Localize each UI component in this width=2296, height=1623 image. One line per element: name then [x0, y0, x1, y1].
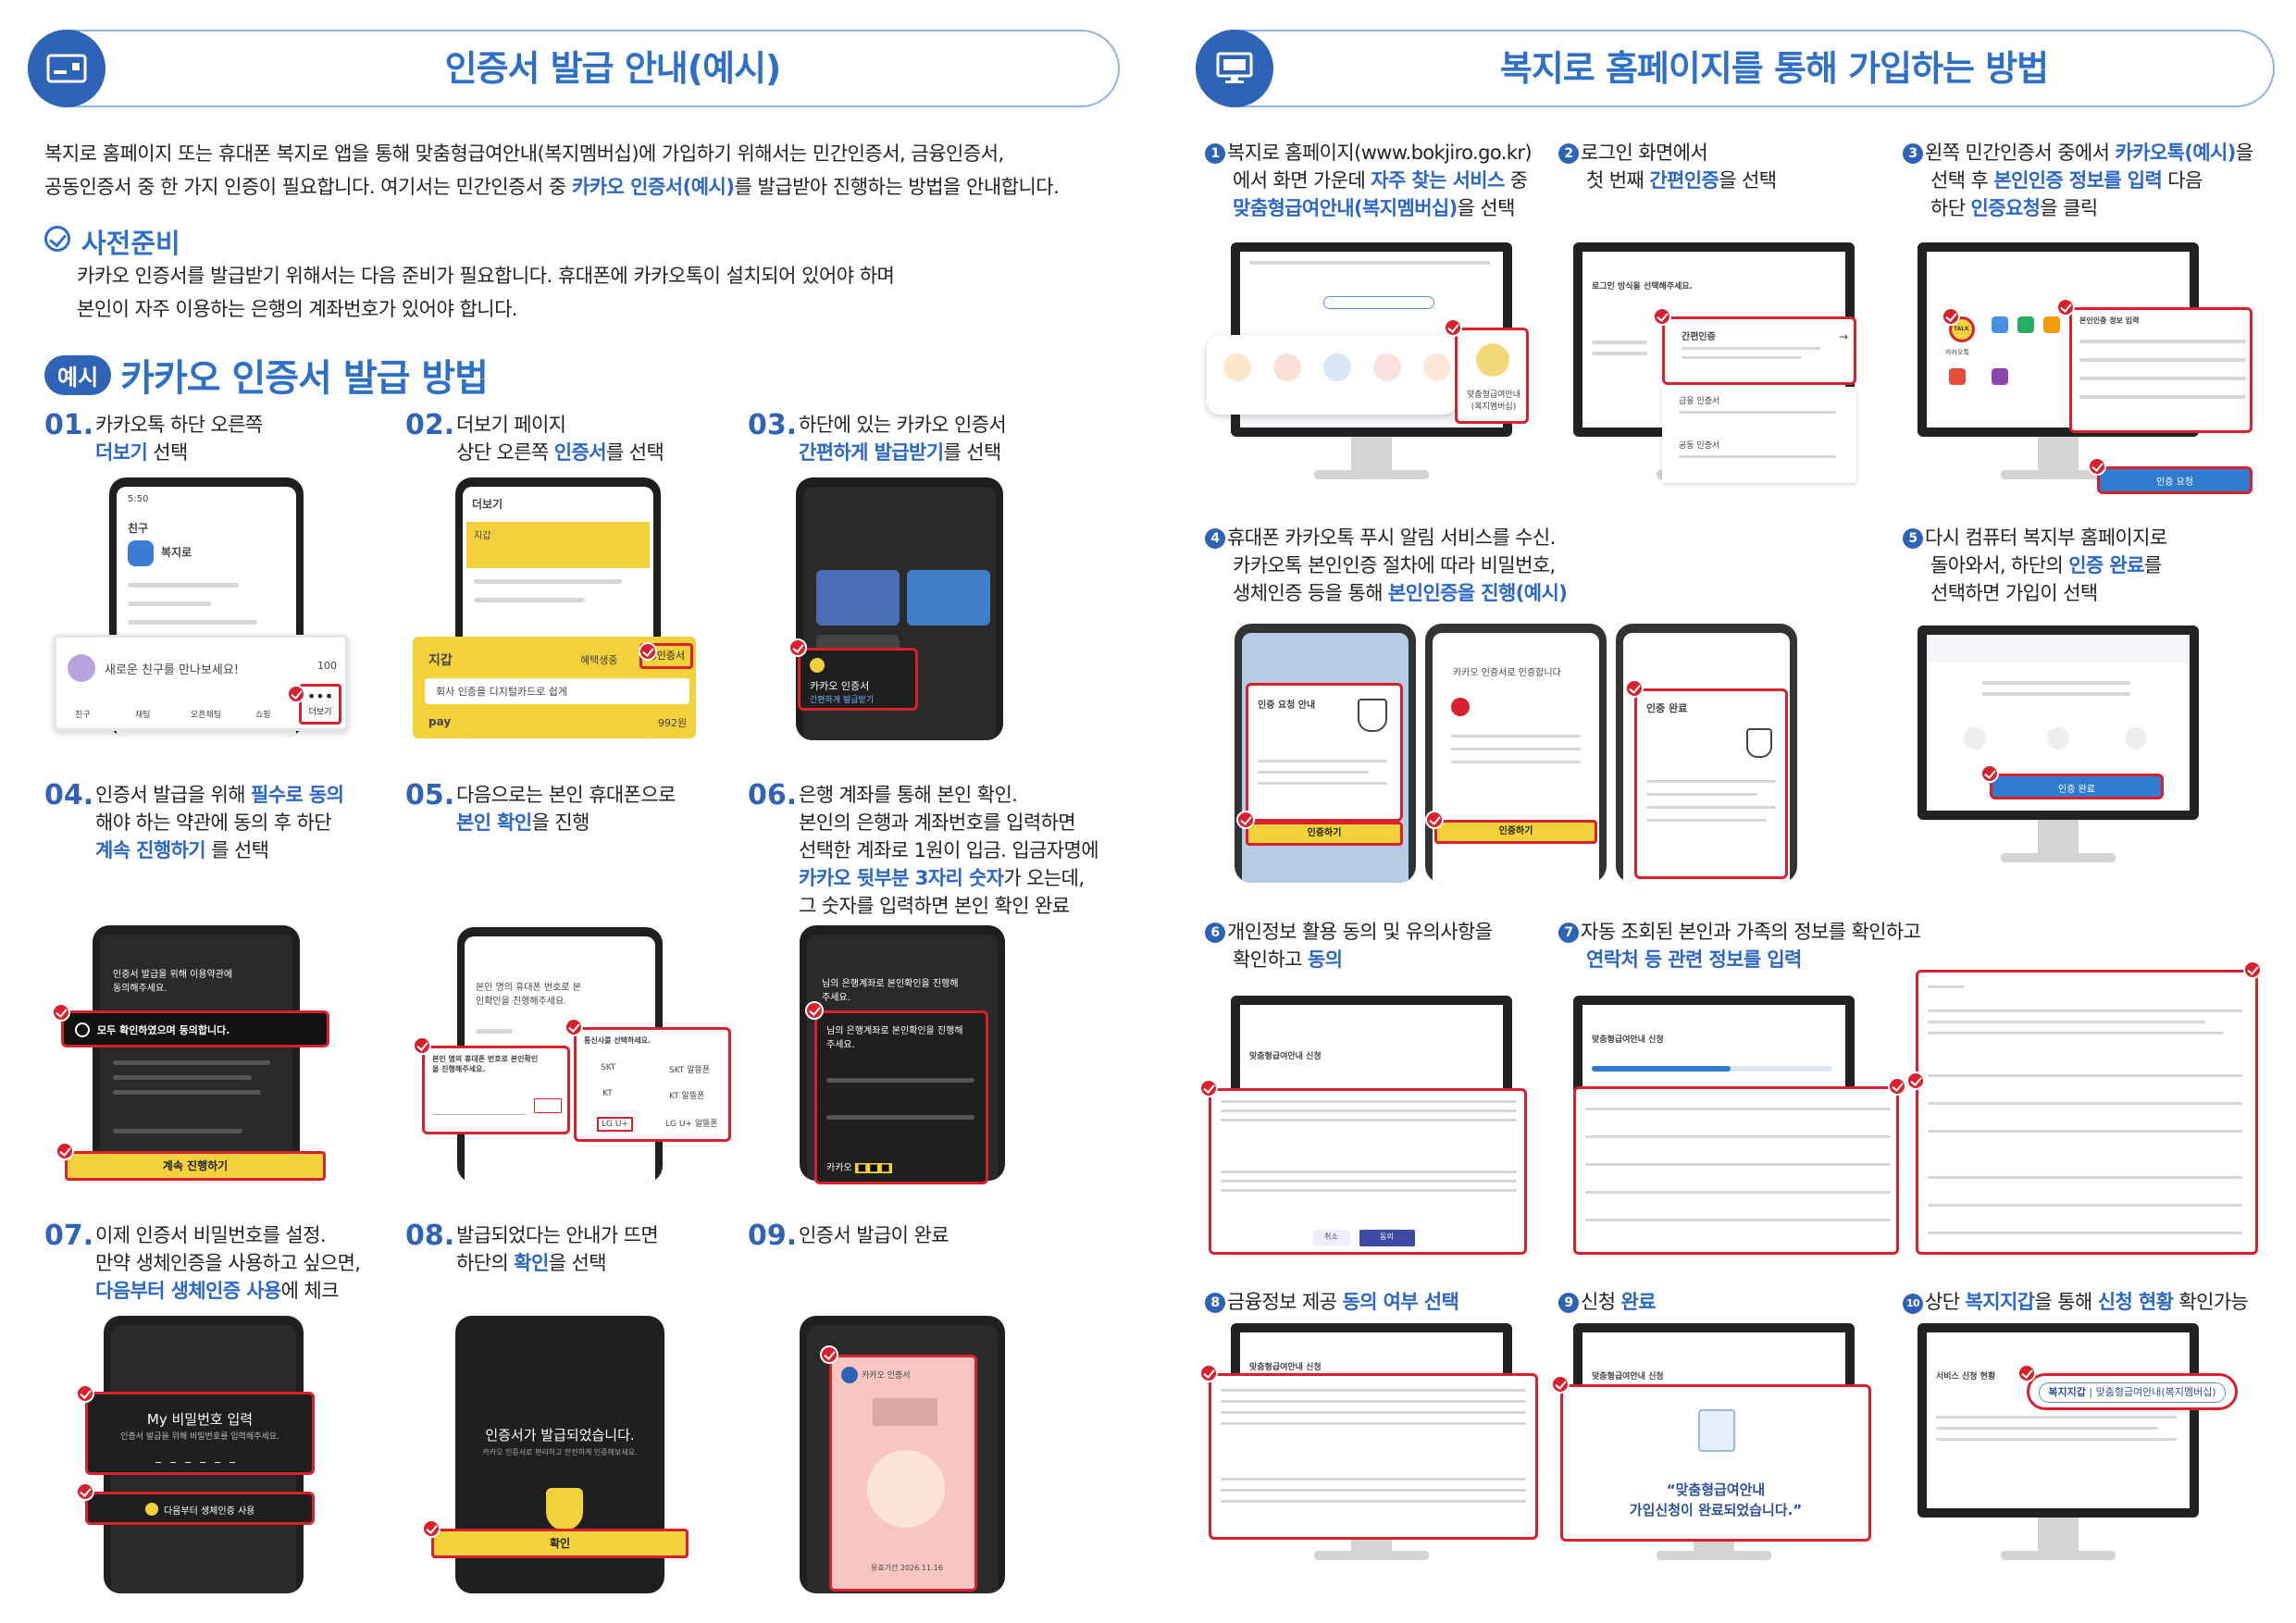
kakao-cert-card: 카카오 인증서 유효기간 2026.11.16 [829, 1355, 977, 1592]
check-marker [287, 685, 305, 703]
check-marker [1906, 1072, 1925, 1090]
check-marker [788, 638, 807, 657]
carrier-select[interactable]: 통신사를 선택하세요. SKT SKT 알뜰폰 KT KT 알뜰폰 LG U+ … [574, 1027, 731, 1142]
service-icons-strip [1207, 335, 1457, 415]
bank-verify-form[interactable]: 님의 은행계좌로 본인확인을 진행해 주세요. 카카오 ■ ■ ■ [814, 1010, 988, 1184]
check-marker [1980, 764, 1999, 783]
check-marker [1942, 307, 1960, 326]
membership-service-button[interactable]: 맞춤형급여안내 (복지멤버십) [1455, 328, 1529, 424]
card-icon [28, 30, 105, 107]
check-marker [1551, 1375, 1570, 1394]
agree-button[interactable]: 동의 [1359, 1230, 1415, 1246]
monitor-step-5 [1917, 626, 2199, 873]
monitor-icon [1196, 30, 1273, 107]
biometric-checkbox[interactable]: 다음부터 생체인증 사용 [85, 1492, 315, 1525]
check-marker [2088, 457, 2106, 476]
auth-complete-card: 인증 완료 [1634, 688, 1788, 879]
monitor-step-10: 서비스 신청 현황 [1917, 1323, 2199, 1571]
contact-info-form[interactable] [1573, 1086, 1899, 1255]
authenticate-button-2[interactable]: 인증하기 [1434, 820, 1597, 844]
welfare-wallet-button[interactable]: 복지지갑 | 맞춤형급여안내(복지멤버십) [2027, 1373, 2238, 1410]
auth-info-form[interactable]: 본인인증 정보 입력 [2069, 307, 2253, 433]
check-marker [413, 1036, 431, 1055]
shield-icon [546, 1488, 583, 1530]
check-marker [1444, 318, 1462, 337]
other-auth-list: 금융 인증서 공동 인증서 [1662, 387, 1856, 483]
kakao-cert-issue-card[interactable]: 카카오 인증서 간편하게 발급받기 [798, 648, 918, 711]
continue-button[interactable]: 계속 진행하기 [65, 1151, 326, 1181]
more-button[interactable]: •••더보기 [299, 684, 341, 725]
check-marker [56, 1142, 74, 1160]
check-marker [1653, 307, 1671, 326]
phone-verify-form[interactable]: 본인 명의 휴대폰 번호로 본인확인을 진행해주세요. [422, 1046, 570, 1134]
check-marker [76, 1482, 94, 1501]
check-marker [820, 1345, 838, 1364]
consent-panel[interactable]: 취소 동의 [1209, 1088, 1527, 1255]
check-marker [2017, 1364, 2036, 1382]
auth-complete-button[interactable]: 인증 완료 [1990, 774, 2164, 799]
check-circle-icon [44, 226, 70, 252]
phone-step-4b: 카카오 인증서로 인증합니다 [1425, 624, 1607, 883]
check-marker [52, 1003, 70, 1022]
check-marker [1199, 1079, 1218, 1097]
left-section-title: 인증서 발급 안내(예시) [444, 48, 782, 89]
family-info-panel[interactable] [1916, 970, 2258, 1255]
auth-provider-grid: TALK 카카오톡 [1940, 294, 2069, 415]
simple-auth-option[interactable]: 간편인증 → [1662, 316, 1856, 385]
check-marker [2056, 298, 2075, 316]
check-marker [1199, 1364, 1218, 1382]
apply-complete-message: “맞춤형급여안내 가입신청이 완료되었습니다.” [1560, 1384, 1871, 1542]
check-marker [1425, 811, 1444, 829]
example-pill: 예시 [44, 354, 112, 395]
document-check-icon [1698, 1409, 1735, 1452]
check-marker [1625, 679, 1644, 698]
finance-consent-panel[interactable] [1209, 1373, 1538, 1540]
preparation: 사전준비 카카오 인증서를 발급받기 위해서는 다음 준비가 필요합니다. 휴대… [44, 222, 895, 320]
character-icon [867, 1450, 945, 1528]
check-marker [565, 1018, 583, 1036]
right-section-title: 복지로 홈페이지를 통해 가입하는 방법 [1499, 48, 2049, 89]
left-section-header: 인증서 발급 안내(예시) [28, 30, 1120, 107]
new-friend-popup: 새로운 친구를 만나보세요! 100 친구 채팅 오픈채팅 쇼핑 •••더보기 [54, 635, 348, 731]
check-marker [639, 642, 657, 661]
right-section-header: 복지로 홈페이지를 통해 가입하는 방법 [1196, 30, 2275, 107]
agree-all-checkbox[interactable]: 모두 확인하였으며 동의합니다. [61, 1010, 329, 1047]
auth-request-button[interactable]: 인증 요청 [2097, 466, 2253, 494]
auth-guide-card: 인증 요청 안내 [1246, 683, 1403, 822]
check-marker [805, 1001, 824, 1020]
check-marker [1888, 1077, 1906, 1096]
check-marker [2243, 960, 2262, 979]
check-marker [1236, 811, 1255, 829]
check-marker [422, 1519, 441, 1538]
phone-step-04: 인증서 발급을 위해 이용약관에 동의해주세요. [93, 925, 300, 1181]
intro-text: 복지로 홈페이지 또는 휴대폰 복지로 앱을 통해 맞춤형급여안내(복지멤버십)… [44, 142, 1060, 198]
authenticate-button[interactable]: 인증하기 [1246, 822, 1403, 846]
password-input[interactable]: My 비밀번호 입력 인증서 발급을 위해 비밀번호를 입력해주세요. ____… [85, 1392, 315, 1475]
ok-button[interactable]: 확인 [431, 1529, 689, 1558]
check-marker [76, 1384, 94, 1403]
